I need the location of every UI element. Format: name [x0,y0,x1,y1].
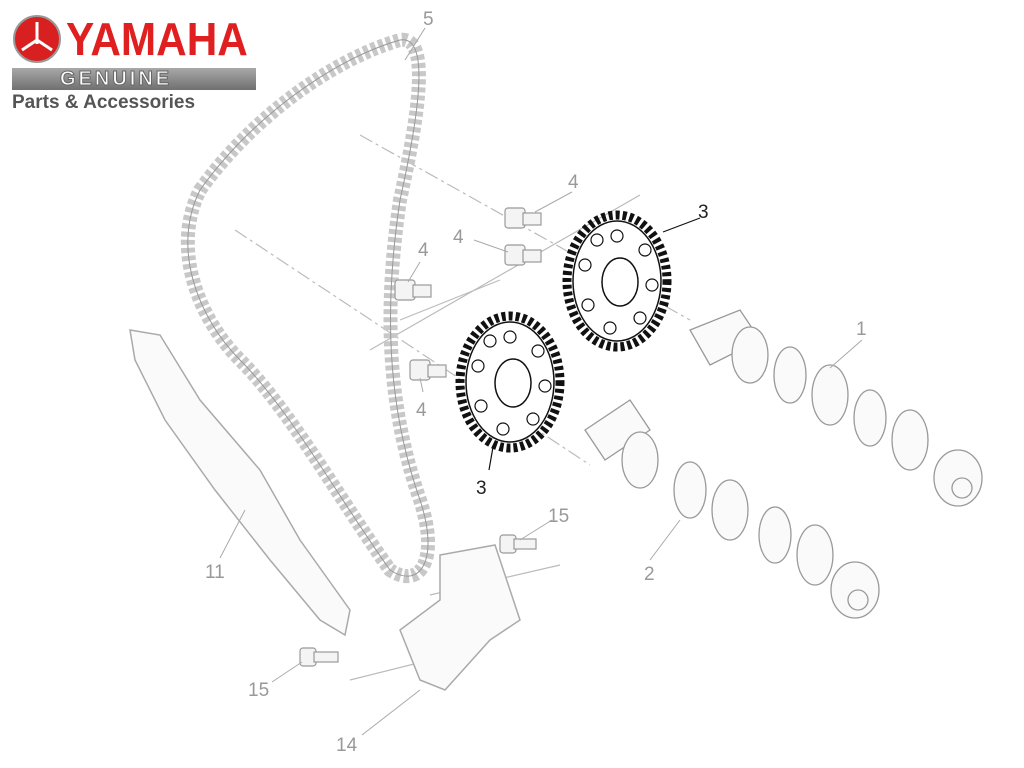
callout-15: 15 [548,506,569,527]
callout-3: 3 [698,202,709,223]
callout-3: 3 [476,478,487,499]
callout-15: 15 [248,680,269,701]
chain-guide[interactable] [129,329,351,637]
bolt[interactable] [504,244,542,266]
camshaft-2[interactable] [584,399,880,619]
camshaft-sprocket-lower[interactable] [455,311,565,453]
yamaha-logo: YAMAHA GENUINE Parts & Accessories [8,8,258,113]
camshaft-1[interactable] [689,309,983,507]
screw[interactable] [499,534,537,554]
genuine-label: GENUINE [59,68,173,91]
bolt[interactable] [394,279,432,301]
camshaft-sprocket-upper[interactable] [562,210,672,352]
bolt[interactable] [504,207,542,229]
genuine-bar [12,68,256,90]
callout-4: 4 [568,172,579,193]
screw[interactable] [299,647,339,667]
leader-line [369,194,641,351]
timing-chain[interactable] [180,32,435,583]
callout-5: 5 [423,9,434,30]
tuning-fork-emblem-icon [13,15,61,63]
bolt[interactable] [409,359,447,381]
tagline: Parts & Accessories [12,92,196,113]
guide-stopper[interactable] [399,544,521,691]
callout-1: 1 [856,319,867,340]
callout-4: 4 [453,227,464,248]
callout-4: 4 [418,240,429,261]
leader-line [399,279,501,321]
callout-4: 4 [416,400,427,421]
brand-name: YAMAHA [66,13,248,65]
center-line [359,134,691,321]
callout-2: 2 [644,564,655,585]
callout-14: 14 [336,735,358,756]
callout-11: 11 [205,562,225,583]
